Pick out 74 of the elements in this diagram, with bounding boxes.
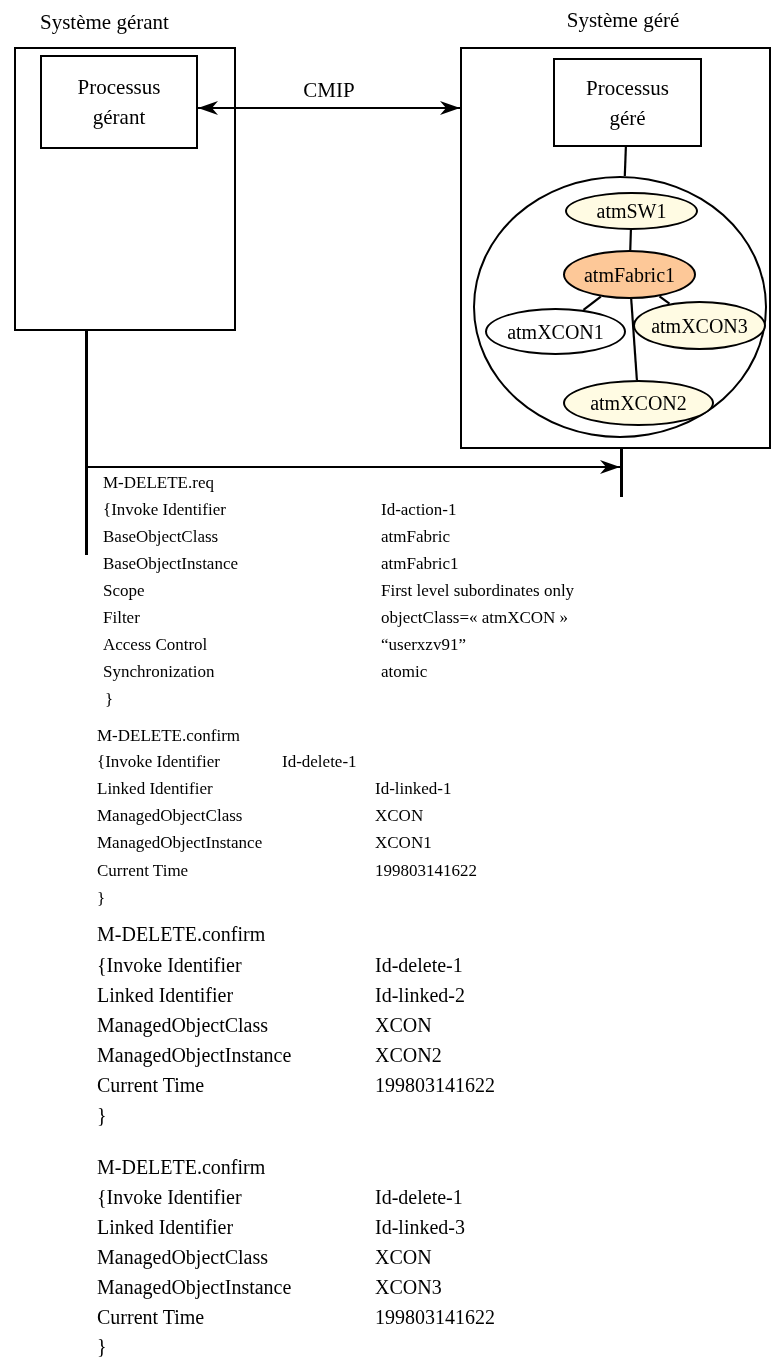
message-text: M-DELETE.confirm — [97, 921, 266, 946]
message-text: M-DELETE.confirm — [97, 1154, 266, 1179]
connector-line — [630, 298, 638, 381]
message-text: atomic — [381, 662, 428, 683]
message-text: Current Time — [97, 1304, 205, 1329]
message-text: ManagedObjectClass — [97, 1244, 269, 1269]
message-text: BaseObjectClass — [103, 527, 219, 548]
process-box — [553, 58, 702, 147]
message-text: Id-linked-1 — [375, 779, 452, 800]
message-text: } — [105, 690, 114, 711]
message-text: Id-action-1 — [381, 500, 457, 521]
system-title: Système gérant — [40, 10, 169, 36]
message-text: objectClass=« atmXCON » — [381, 608, 569, 629]
message-text: 199803141622 — [375, 1072, 495, 1097]
message-text: {Invoke Identifier — [97, 1184, 242, 1209]
connector-line — [629, 229, 632, 251]
message-text: XCON — [375, 1244, 432, 1269]
message-text: Scope — [103, 581, 145, 602]
message-text: Synchronization — [103, 662, 215, 683]
message-text: {Invoke Identifier — [103, 500, 226, 521]
message-text: ManagedObjectClass — [97, 1012, 269, 1037]
object-ellipse — [473, 176, 767, 438]
message-text: Id-delete-1 — [375, 1184, 463, 1209]
process-name: Processus gérant — [76, 73, 162, 131]
message-text: Id-delete-1 — [375, 952, 463, 977]
object-name: atmXCON2 — [590, 393, 687, 413]
message-text: Linked Identifier — [97, 982, 234, 1007]
object-ellipse — [565, 192, 698, 230]
message-text: BaseObjectInstance — [103, 554, 238, 575]
message-text: ManagedObjectInstance — [97, 833, 263, 854]
message-text: atmFabric — [381, 527, 450, 548]
message-text: atmFabric1 — [381, 554, 459, 575]
object-ellipse — [485, 308, 626, 355]
message-text: {Invoke Identifier — [97, 752, 220, 773]
message-text: First level subordinates only — [381, 581, 575, 602]
message-text: } — [97, 1333, 107, 1358]
message-text: XCON — [375, 1012, 432, 1037]
message-text: XCON1 — [375, 833, 432, 854]
lifeline — [620, 449, 623, 497]
message-text: Linked Identifier — [97, 779, 213, 800]
message-text: Current Time — [97, 1072, 205, 1097]
object-name: atmSW1 — [596, 201, 667, 221]
arrow — [198, 101, 460, 115]
process-name: Processus géré — [585, 74, 670, 132]
message-text: 199803141622 — [375, 861, 477, 882]
message-text: ManagedObjectInstance — [97, 1042, 292, 1067]
object-ellipse — [633, 301, 766, 350]
connector-line — [623, 146, 627, 177]
message-text: Filter — [103, 608, 140, 629]
object-name: atmXCON3 — [651, 315, 748, 336]
message-text: 199803141622 — [375, 1304, 495, 1329]
message-text: M-DELETE.confirm — [97, 726, 241, 747]
lifeline — [85, 331, 88, 555]
message-text: Current Time — [97, 861, 189, 882]
message-text: XCON2 — [375, 1042, 442, 1067]
message-text: Linked Identifier — [97, 1214, 234, 1239]
message-text: } — [97, 1102, 107, 1127]
system-title: Système géré — [566, 8, 680, 34]
message-text: Access Control — [103, 635, 208, 656]
object-name: atmFabric1 — [583, 264, 676, 285]
message-text: } — [97, 889, 106, 910]
process-box — [40, 55, 198, 149]
object-name: atmXCON1 — [507, 321, 604, 342]
message-text: {Invoke Identifier — [97, 952, 242, 977]
message-text: Id-linked-3 — [375, 1214, 465, 1239]
message-text: XCON3 — [375, 1274, 442, 1299]
arrow — [87, 460, 620, 474]
message-text: Id-linked-2 — [375, 982, 465, 1007]
message-text: XCON — [375, 806, 424, 827]
message-text: M-DELETE.req — [103, 473, 214, 494]
message-text: ManagedObjectInstance — [97, 1274, 292, 1299]
message-text: ManagedObjectClass — [97, 806, 243, 827]
message-text: “userxzv91” — [381, 635, 466, 656]
message-text: Id-delete-1 — [282, 752, 357, 773]
